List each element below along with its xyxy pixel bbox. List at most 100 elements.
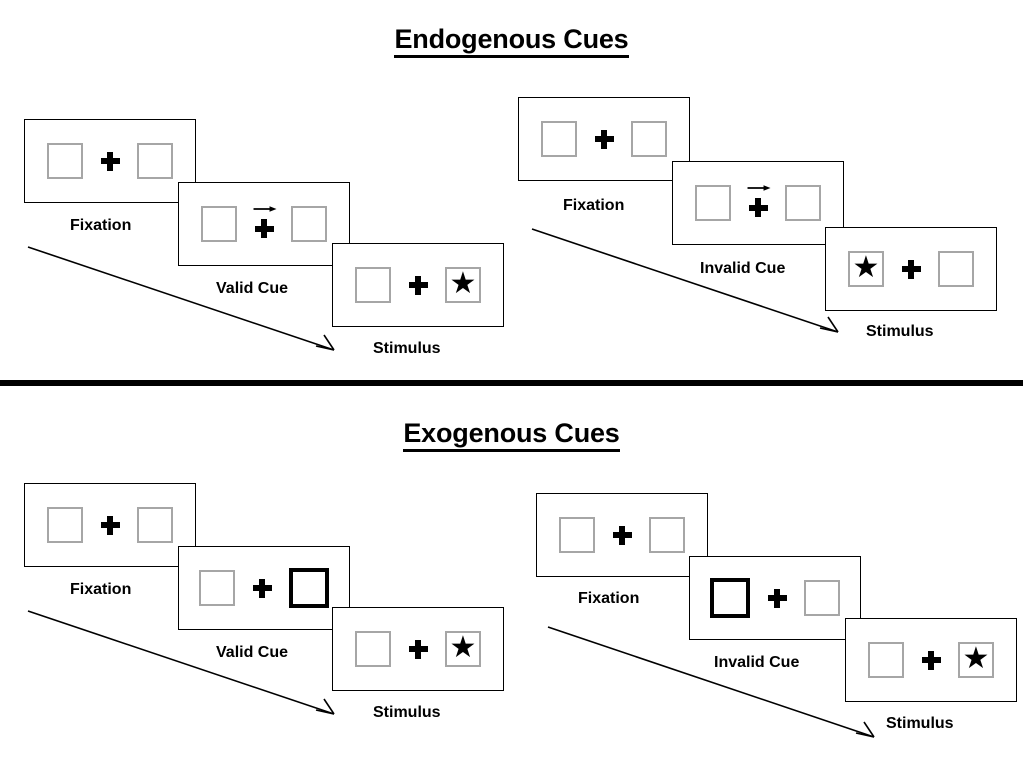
label-endogenous-invalid-fixation: Fixation xyxy=(563,197,625,214)
right-box xyxy=(785,185,821,221)
panel-content xyxy=(179,547,349,629)
panel-content xyxy=(673,162,843,244)
right-box-target: ★ xyxy=(958,642,994,678)
right-box xyxy=(137,507,173,543)
left-box-cued xyxy=(710,578,750,618)
label-endogenous-invalid-cue: Invalid Cue xyxy=(700,260,786,277)
endogenous-title-text: Endogenous Cues xyxy=(394,24,629,58)
panel-exogenous-valid-stimulus[interactable]: ★ xyxy=(332,607,504,691)
fixation-cross-icon xyxy=(612,525,632,545)
panel-exogenous-invalid-fixation[interactable] xyxy=(536,493,708,577)
panel-content: ★ xyxy=(333,244,503,326)
panel-exogenous-invalid-cue[interactable] xyxy=(689,556,861,640)
panel-content xyxy=(25,484,195,566)
fixation-cross-icon xyxy=(594,129,614,149)
left-box xyxy=(868,642,904,678)
label-exogenous-valid-fixation: Fixation xyxy=(70,581,132,598)
timeline-arrow-exogenous-invalid xyxy=(547,626,875,738)
label-exogenous-invalid-fixation: Fixation xyxy=(578,590,640,607)
timeline-arrow-exogenous-valid xyxy=(27,610,335,715)
panel-exogenous-valid-fixation[interactable] xyxy=(24,483,196,567)
left-box-target: ★ xyxy=(848,251,884,287)
fixation-cross-wrap xyxy=(898,249,924,289)
arrow-right-cue-icon xyxy=(253,206,277,212)
panel-content xyxy=(179,183,349,265)
right-box xyxy=(649,517,685,553)
fixation-cross-wrap xyxy=(745,183,771,223)
fixation-cross-icon xyxy=(767,588,787,608)
label-endogenous-valid-cue: Valid Cue xyxy=(216,280,289,297)
left-box xyxy=(355,631,391,667)
fixation-cross-wrap xyxy=(591,119,617,159)
panel-content xyxy=(25,120,195,202)
panel-content xyxy=(519,98,689,180)
panel-content: ★ xyxy=(333,608,503,690)
left-box xyxy=(695,185,731,221)
timeline-arrow-endogenous-invalid xyxy=(531,228,839,333)
label-exogenous-valid-cue: Valid Cue xyxy=(216,644,289,661)
panel-endogenous-valid-cue[interactable] xyxy=(178,182,350,266)
star-icon: ★ xyxy=(449,267,477,300)
panel-endogenous-invalid-stimulus[interactable]: ★ xyxy=(825,227,997,311)
exogenous-section-title: Exogenous Cues xyxy=(0,418,1023,452)
right-box-target: ★ xyxy=(445,631,481,667)
right-box xyxy=(804,580,840,616)
right-box xyxy=(137,143,173,179)
fixation-cross-wrap xyxy=(251,204,277,244)
fixation-cross-icon xyxy=(901,259,921,279)
star-icon: ★ xyxy=(449,631,477,664)
label-exogenous-invalid-cue: Invalid Cue xyxy=(714,654,800,671)
fixation-cross-icon xyxy=(252,578,272,598)
label-endogenous-invalid-stimulus: Stimulus xyxy=(866,323,934,340)
panel-content xyxy=(690,557,860,639)
left-box xyxy=(355,267,391,303)
panel-content xyxy=(537,494,707,576)
label-endogenous-valid-stimulus: Stimulus xyxy=(373,340,441,357)
fixation-cross-wrap xyxy=(97,141,123,181)
panel-endogenous-valid-fixation[interactable] xyxy=(24,119,196,203)
panel-exogenous-invalid-stimulus[interactable]: ★ xyxy=(845,618,1017,702)
fixation-cross-wrap xyxy=(918,640,944,680)
label-endogenous-valid-fixation: Fixation xyxy=(70,217,132,234)
panel-exogenous-valid-cue[interactable] xyxy=(178,546,350,630)
fixation-cross-icon xyxy=(100,151,120,171)
right-box xyxy=(938,251,974,287)
panel-endogenous-valid-stimulus[interactable]: ★ xyxy=(332,243,504,327)
exogenous-title-text: Exogenous Cues xyxy=(403,418,620,452)
fixation-cross-icon xyxy=(408,275,428,295)
panel-content: ★ xyxy=(826,228,996,310)
fixation-cross-icon xyxy=(748,198,768,217)
label-exogenous-valid-stimulus: Stimulus xyxy=(373,704,441,721)
fixation-cross-wrap xyxy=(764,578,790,618)
panel-endogenous-invalid-fixation[interactable] xyxy=(518,97,690,181)
fixation-cross-icon xyxy=(921,650,941,670)
timeline-arrow-endogenous-valid xyxy=(27,246,335,351)
fixation-cross-icon xyxy=(408,639,428,659)
fixation-cross-icon xyxy=(254,219,274,238)
left-box xyxy=(199,570,235,606)
right-box-target: ★ xyxy=(445,267,481,303)
exogenous-section: Exogenous Cues Fixation Valid Cue xyxy=(0,392,1023,767)
fixation-cross-wrap xyxy=(609,515,635,555)
panel-content: ★ xyxy=(846,619,1016,701)
left-box xyxy=(47,143,83,179)
left-box xyxy=(541,121,577,157)
star-icon: ★ xyxy=(852,251,880,284)
right-box xyxy=(631,121,667,157)
left-box xyxy=(47,507,83,543)
fixation-cross-wrap xyxy=(405,265,431,305)
section-divider xyxy=(0,380,1023,386)
fixation-cross-wrap xyxy=(97,505,123,545)
right-box-cued xyxy=(289,568,329,608)
endogenous-section-title: Endogenous Cues xyxy=(0,24,1023,58)
right-box xyxy=(291,206,327,242)
label-exogenous-invalid-stimulus: Stimulus xyxy=(886,715,954,732)
left-box xyxy=(559,517,595,553)
fixation-cross-wrap xyxy=(249,568,275,608)
left-box xyxy=(201,206,237,242)
endogenous-section: Endogenous Cues Fixation xyxy=(0,0,1023,383)
star-icon: ★ xyxy=(962,642,990,675)
fixation-cross-icon xyxy=(100,515,120,535)
panel-endogenous-invalid-cue[interactable] xyxy=(672,161,844,245)
fixation-cross-wrap xyxy=(405,629,431,669)
